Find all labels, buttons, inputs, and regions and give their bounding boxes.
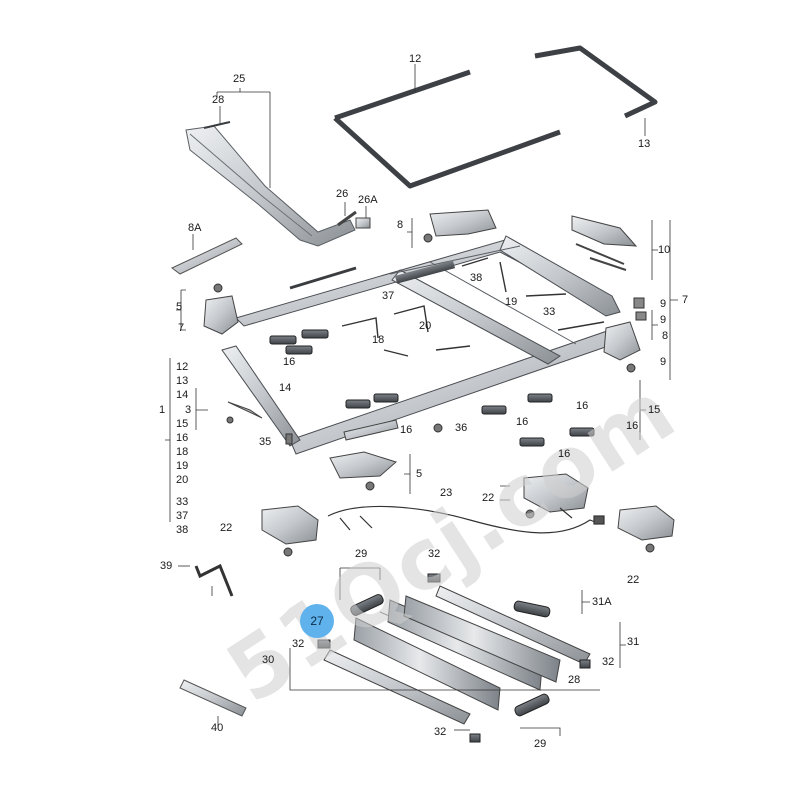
label-33-list: 33 bbox=[176, 496, 189, 508]
label-10: 10 bbox=[658, 244, 671, 256]
motor-right-22 bbox=[617, 505, 675, 553]
left-corner-bracket bbox=[203, 283, 239, 335]
label-15-list: 15 bbox=[176, 418, 189, 430]
callout-brackets bbox=[165, 218, 678, 736]
label-32-bottom: 32 bbox=[434, 726, 447, 738]
label-40: 40 bbox=[211, 722, 224, 734]
label-22-left: 22 bbox=[220, 522, 233, 534]
label-18-list: 18 bbox=[176, 446, 189, 458]
label-3: 3 bbox=[185, 404, 192, 416]
label-30: 30 bbox=[262, 654, 275, 666]
label-23: 23 bbox=[440, 487, 453, 499]
label-26a: 26A bbox=[358, 194, 378, 206]
label-9-a: 9 bbox=[660, 298, 667, 310]
label-16-right: 16 bbox=[626, 420, 639, 432]
wiring-harness-23 bbox=[327, 505, 605, 534]
leader-lines-12-13 bbox=[414, 64, 646, 136]
label-25: 25 bbox=[233, 73, 246, 85]
label-37-list: 37 bbox=[176, 510, 189, 522]
label-32-right: 32 bbox=[602, 656, 615, 668]
label-37: 37 bbox=[382, 290, 395, 302]
label-9-c: 9 bbox=[660, 356, 667, 368]
label-5-center: 5 bbox=[416, 468, 423, 480]
label-28-bottom: 28 bbox=[568, 674, 581, 686]
label-16-e: 16 bbox=[576, 400, 589, 412]
label-13-list: 13 bbox=[176, 375, 189, 387]
clip-26a bbox=[355, 217, 371, 229]
center-bracket-5 bbox=[329, 451, 398, 491]
label-16-list: 16 bbox=[176, 432, 189, 444]
leader-lines-25 bbox=[216, 88, 271, 188]
slider-pads-16 bbox=[269, 329, 595, 447]
label-31a: 31A bbox=[592, 596, 612, 608]
motor-left-22 bbox=[261, 505, 319, 557]
label-39: 39 bbox=[160, 560, 173, 572]
label-14: 14 bbox=[279, 382, 292, 394]
label-20-list: 20 bbox=[176, 474, 189, 486]
label-8a: 8A bbox=[188, 222, 202, 234]
roller-blind-31 bbox=[387, 585, 591, 691]
label-22-center: 22 bbox=[482, 492, 495, 504]
label-14-list: 14 bbox=[176, 389, 189, 401]
label-12-list: 12 bbox=[176, 361, 189, 373]
label-32-left: 32 bbox=[292, 638, 305, 650]
clip-26 bbox=[337, 210, 357, 227]
label-1: 1 bbox=[159, 404, 166, 416]
label-7-right: 7 bbox=[682, 294, 689, 306]
label-32-top: 32 bbox=[428, 548, 441, 560]
label-29-top: 29 bbox=[355, 548, 368, 560]
roof-seal-frame-12 bbox=[333, 45, 658, 189]
clip-39 bbox=[194, 563, 234, 597]
front-bracket-8 bbox=[423, 209, 497, 243]
leader-lines-26 bbox=[344, 202, 367, 218]
label-35: 35 bbox=[259, 436, 272, 448]
grease-tube-8a bbox=[171, 234, 243, 275]
label-8-top: 8 bbox=[397, 219, 404, 231]
label-19: 19 bbox=[505, 296, 518, 308]
trim-pieces-29-32 bbox=[317, 573, 591, 743]
label-12: 12 bbox=[409, 53, 422, 65]
label-19-list: 19 bbox=[176, 460, 189, 472]
label-9-b: 9 bbox=[660, 314, 667, 326]
wind-deflector-part bbox=[185, 121, 356, 247]
label-16-d: 16 bbox=[558, 448, 571, 460]
label-20: 20 bbox=[419, 320, 432, 332]
label-15-right: 15 bbox=[648, 404, 661, 416]
right-corner-bracket bbox=[603, 321, 641, 373]
label-16-b: 16 bbox=[400, 424, 413, 436]
motor-center-22 bbox=[523, 473, 589, 519]
label-13: 13 bbox=[638, 138, 651, 150]
label-22-right: 22 bbox=[627, 574, 640, 586]
label-38-list: 38 bbox=[176, 524, 189, 536]
label-8-right: 8 bbox=[662, 330, 669, 342]
right-bracket-10 bbox=[571, 215, 647, 321]
label-33: 33 bbox=[543, 306, 556, 318]
label-26: 26 bbox=[336, 188, 349, 200]
guide-strip-15 bbox=[226, 401, 443, 445]
label-5-left: 5 bbox=[176, 301, 183, 313]
label-16-a: 16 bbox=[283, 356, 296, 368]
label-18: 18 bbox=[372, 334, 385, 346]
cable-pieces bbox=[341, 257, 605, 357]
label-16-c: 16 bbox=[516, 416, 529, 428]
label-7-left: 7 bbox=[178, 322, 185, 334]
label-38: 38 bbox=[470, 272, 483, 284]
label-29-bottom: 29 bbox=[534, 738, 547, 750]
grease-tube-40 bbox=[179, 679, 247, 717]
label-31: 31 bbox=[627, 636, 640, 648]
label-28: 28 bbox=[212, 94, 225, 106]
label-27-highlighted[interactable]: 27 bbox=[300, 604, 334, 638]
label-36: 36 bbox=[455, 422, 468, 434]
